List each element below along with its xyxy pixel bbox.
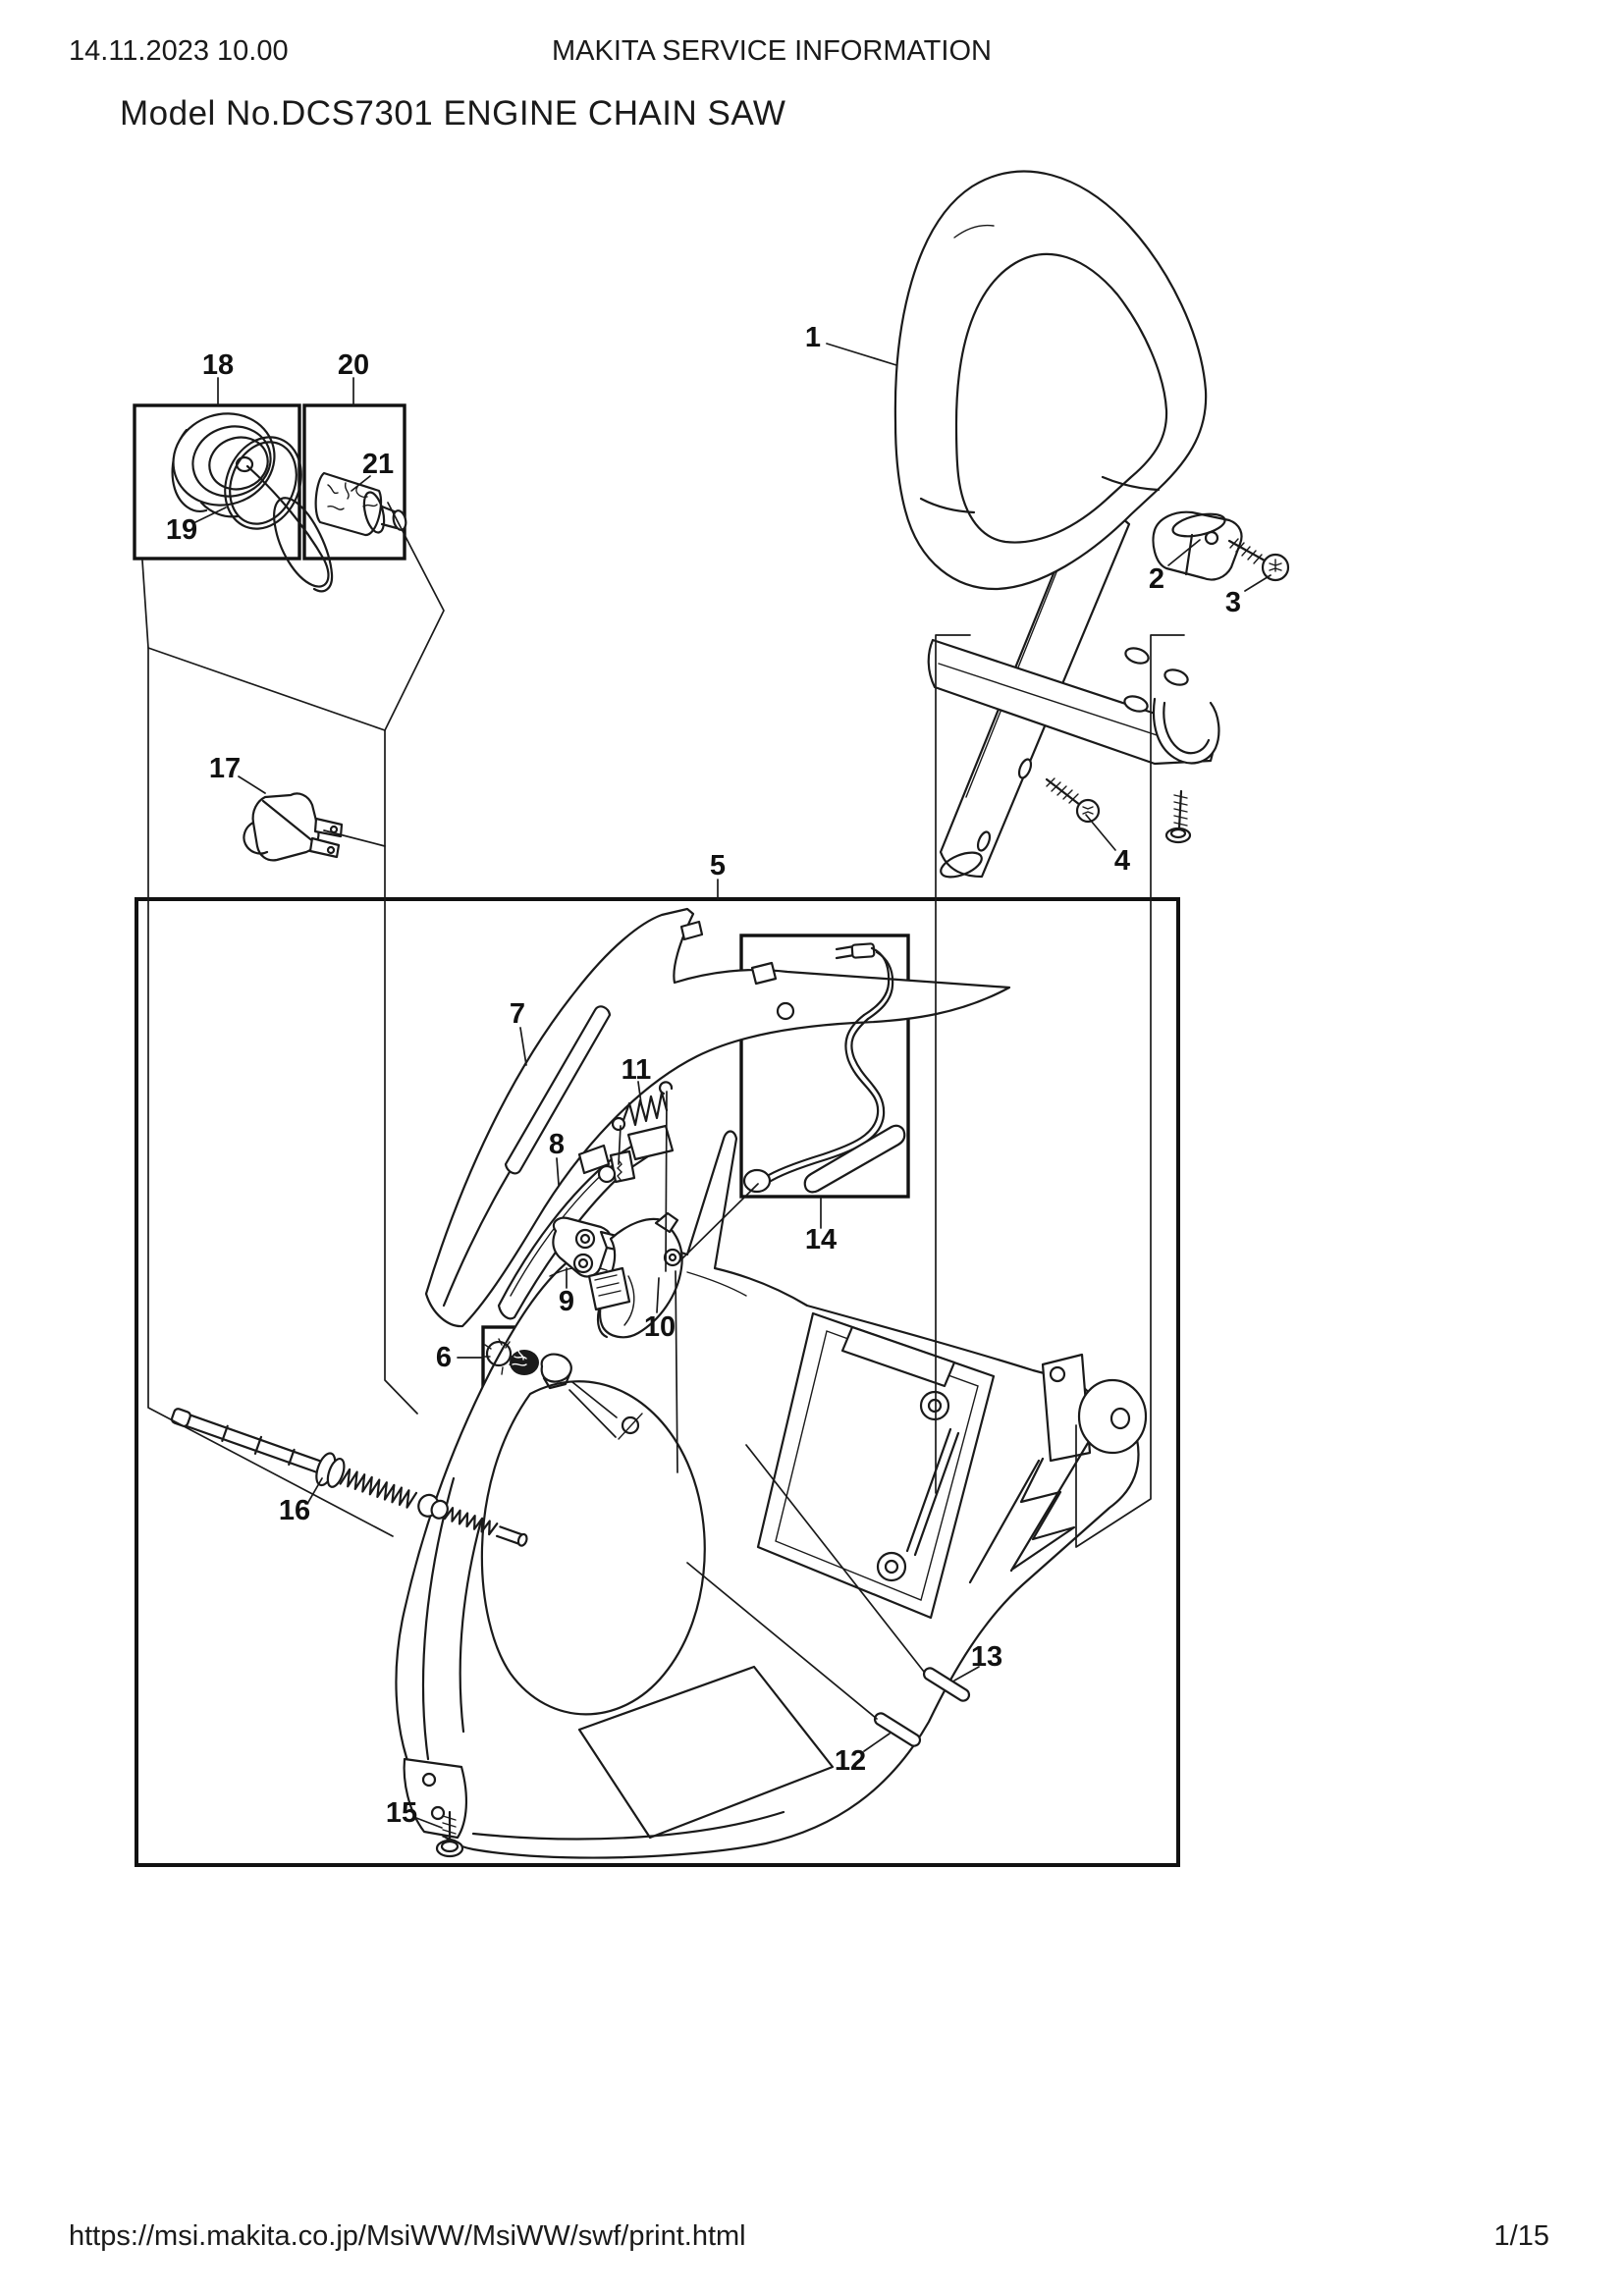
service-info-header: MAKITA SERVICE INFORMATION bbox=[552, 35, 992, 67]
detail-box-18 bbox=[133, 403, 301, 561]
fuel-cap-part-18 bbox=[171, 412, 334, 593]
model-title: Model No.DCS7301 ENGINE CHAIN SAW bbox=[120, 94, 786, 133]
fuel-filter-part-21 bbox=[314, 471, 407, 537]
pin-part-12 bbox=[873, 1712, 922, 1747]
handle-clamp-part-2 bbox=[1152, 510, 1243, 581]
tensioner-parts-6 bbox=[482, 1338, 572, 1390]
construction-lines bbox=[141, 502, 1185, 1720]
part-callout-2: 2 bbox=[1149, 563, 1164, 595]
part-callout-21: 21 bbox=[362, 449, 394, 480]
part-callout-16: 16 bbox=[279, 1495, 310, 1526]
detail-box-20 bbox=[302, 403, 406, 561]
part-callout-17: 17 bbox=[209, 753, 241, 784]
part-callout-12: 12 bbox=[835, 1745, 866, 1777]
tension-spring-part-11 bbox=[611, 1081, 674, 1132]
part-callout-3: 3 bbox=[1225, 587, 1241, 618]
print-timestamp: 14.11.2023 10.00 bbox=[69, 35, 289, 67]
part-callout-10: 10 bbox=[644, 1311, 676, 1343]
brake-lever-part-8 bbox=[497, 1124, 675, 1320]
label-leaders bbox=[194, 343, 1271, 1829]
oil-pump-shaft-part-16 bbox=[170, 1408, 528, 1547]
part-callout-14: 14 bbox=[805, 1224, 837, 1255]
part-callout-19: 19 bbox=[166, 514, 197, 546]
part-callout-20: 20 bbox=[338, 349, 369, 381]
part-callout-18: 18 bbox=[202, 349, 234, 381]
part-callout-15: 15 bbox=[386, 1797, 417, 1829]
cam-lever-part-10 bbox=[587, 1211, 683, 1339]
screw-part-4 bbox=[1045, 777, 1101, 824]
o-ring-part-19 bbox=[224, 436, 302, 530]
footer-url: https://msi.makita.co.jp/MsiWW/MsiWW/swf… bbox=[69, 2220, 746, 2252]
part-callout-9: 9 bbox=[559, 1286, 574, 1317]
throttle-cable-part-14 bbox=[742, 942, 906, 1194]
footer-page-number: 1/15 bbox=[1493, 2220, 1549, 2252]
part-callout-6: 6 bbox=[436, 1342, 452, 1373]
stop-switch-part-17 bbox=[243, 792, 344, 862]
pin-part-13 bbox=[922, 1667, 971, 1702]
part-callout-8: 8 bbox=[549, 1129, 565, 1160]
part-callout-1: 1 bbox=[805, 322, 821, 353]
screw-part-3 bbox=[1227, 538, 1290, 582]
hand-guard-part-7 bbox=[424, 907, 1011, 1328]
handle-mount-bracket bbox=[927, 638, 1220, 766]
screw-part-15 bbox=[435, 1810, 464, 1858]
part-callout-4: 4 bbox=[1114, 845, 1130, 877]
screw-under-bracket bbox=[1164, 789, 1192, 844]
main-assembly-box-5 bbox=[135, 897, 1180, 1867]
part-callout-11: 11 bbox=[622, 1054, 652, 1086]
part-callout-7: 7 bbox=[510, 998, 525, 1030]
detail-box-14 bbox=[739, 934, 910, 1199]
part-callout-5: 5 bbox=[710, 850, 726, 881]
part-callout-13: 13 bbox=[971, 1641, 1002, 1673]
